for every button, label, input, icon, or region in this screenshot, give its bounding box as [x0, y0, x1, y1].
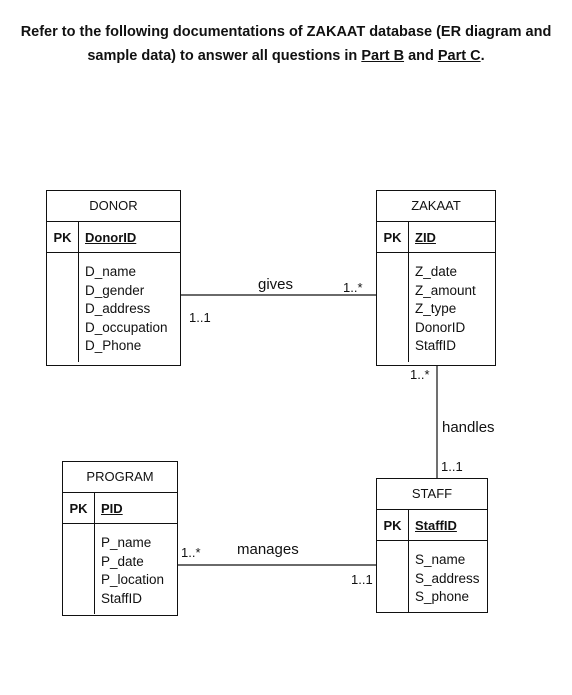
handles-staff-cardinality: 1..1: [441, 459, 463, 474]
header-period: .: [480, 48, 485, 64]
donor-attribute: D_address: [85, 301, 151, 316]
program-attributes: P_name P_date P_location StaffID: [95, 524, 164, 614]
zakaat-pk-row: PK ZID: [377, 222, 495, 253]
program-attribute: P_date: [101, 553, 144, 569]
program-attribute: P_location: [101, 572, 165, 587]
gives-label: gives: [258, 276, 294, 293]
staff-attribute: S_phone: [415, 589, 470, 604]
program-pk-row: PK PID: [63, 493, 177, 524]
program-entity: PROGRAM PK PID P_name P_date P_location …: [62, 461, 178, 616]
zakaat-attribute: StaffID: [415, 338, 457, 353]
staff-gutter: [377, 541, 409, 613]
program-pk-label: PK: [63, 493, 95, 523]
staff-primary-key: StaffID: [415, 517, 457, 533]
header-and: and: [404, 48, 438, 64]
instructions-header: Refer to the following documentations of…: [0, 20, 572, 68]
zakaat-entity-name: ZAKAAT: [377, 191, 495, 222]
donor-attribute: D_gender: [85, 282, 145, 298]
manages-program-cardinality: 1..*: [181, 545, 201, 560]
donor-attribute: D_occupation: [85, 319, 168, 335]
gives-donor-cardinality: 1..1: [189, 310, 211, 325]
staff-pk-row: PK StaffID: [377, 510, 487, 541]
gives-zakaat-cardinality: 1..*: [343, 280, 363, 295]
program-primary-key: PID: [101, 500, 123, 516]
zakaat-primary-key: ZID: [415, 229, 436, 245]
header-line-1: Refer to the following documentations of…: [20, 24, 552, 40]
donor-attributes-section: D_name D_gender D_address D_occupation D…: [47, 253, 180, 362]
staff-entity-name: STAFF: [377, 479, 487, 510]
donor-entity: DONOR PK DonorID D_name D_gender D_addre…: [46, 190, 181, 366]
zakaat-attributes: Z_date Z_amount Z_type DonorID StaffID: [409, 253, 476, 362]
manages-staff-cardinality: 1..1: [351, 572, 373, 587]
donor-primary-key: DonorID: [85, 229, 137, 245]
donor-gutter: [47, 253, 79, 362]
donor-attributes: D_name D_gender D_address D_occupation D…: [79, 253, 168, 362]
staff-attribute: S_address: [415, 570, 480, 586]
staff-entity: STAFF PK StaffID S_name S_address S_phon…: [376, 478, 488, 613]
zakaat-entity: ZAKAAT PK ZID Z_date Z_amount Z_type Don…: [376, 190, 496, 366]
staff-attributes: S_name S_address S_phone: [409, 541, 480, 613]
handles-zakaat-cardinality: 1..*: [410, 367, 430, 382]
staff-pk-label: PK: [377, 510, 409, 540]
program-entity-name: PROGRAM: [63, 462, 177, 493]
program-attribute: StaffID: [101, 590, 143, 606]
zakaat-attribute: Z_date: [415, 264, 458, 279]
zakaat-attributes-section: Z_date Z_amount Z_type DonorID StaffID: [377, 253, 495, 362]
staff-attributes-section: S_name S_address S_phone: [377, 541, 487, 613]
part-c-ref: Part C: [437, 48, 481, 64]
zakaat-pk-label: PK: [377, 222, 409, 252]
donor-entity-name: DONOR: [47, 191, 180, 222]
program-attributes-section: P_name P_date P_location StaffID: [63, 524, 177, 614]
donor-pk-label: PK: [47, 222, 79, 252]
zakaat-attribute: Z_amount: [415, 282, 476, 298]
zakaat-attribute: DonorID: [415, 319, 466, 335]
donor-attribute: D_name: [85, 264, 137, 279]
zakaat-attribute: Z_type: [415, 301, 457, 316]
header-line-2-text: sample data) to answer all questions in: [87, 48, 362, 64]
staff-attribute: S_name: [415, 552, 466, 567]
donor-pk-row: PK DonorID: [47, 222, 180, 253]
handles-label: handles: [442, 419, 495, 436]
manages-label: manages: [237, 541, 299, 558]
header-line-2: sample data) to answer all questions in …: [0, 44, 572, 68]
donor-attribute: D_Phone: [85, 338, 142, 353]
zakaat-gutter: [377, 253, 409, 362]
program-gutter: [63, 524, 95, 614]
part-b-ref: Part B: [361, 48, 405, 64]
program-attribute: P_name: [101, 535, 152, 550]
